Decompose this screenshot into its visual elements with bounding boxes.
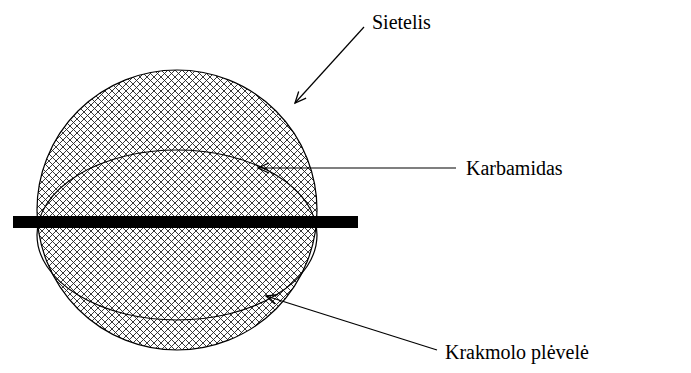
sieve-mesh: [37, 70, 317, 350]
part-label: Krakmolo plėvelė: [443, 340, 591, 364]
leader-line: [266, 296, 437, 350]
starch-film-outline: [37, 150, 317, 320]
leader-line: [258, 167, 456, 168]
leader-line: [295, 27, 364, 103]
part-label: Karbamidas: [464, 156, 565, 180]
holder-bar: [13, 216, 358, 228]
part-label: Sietelis: [370, 10, 433, 34]
sieve-ground: [37, 70, 317, 350]
